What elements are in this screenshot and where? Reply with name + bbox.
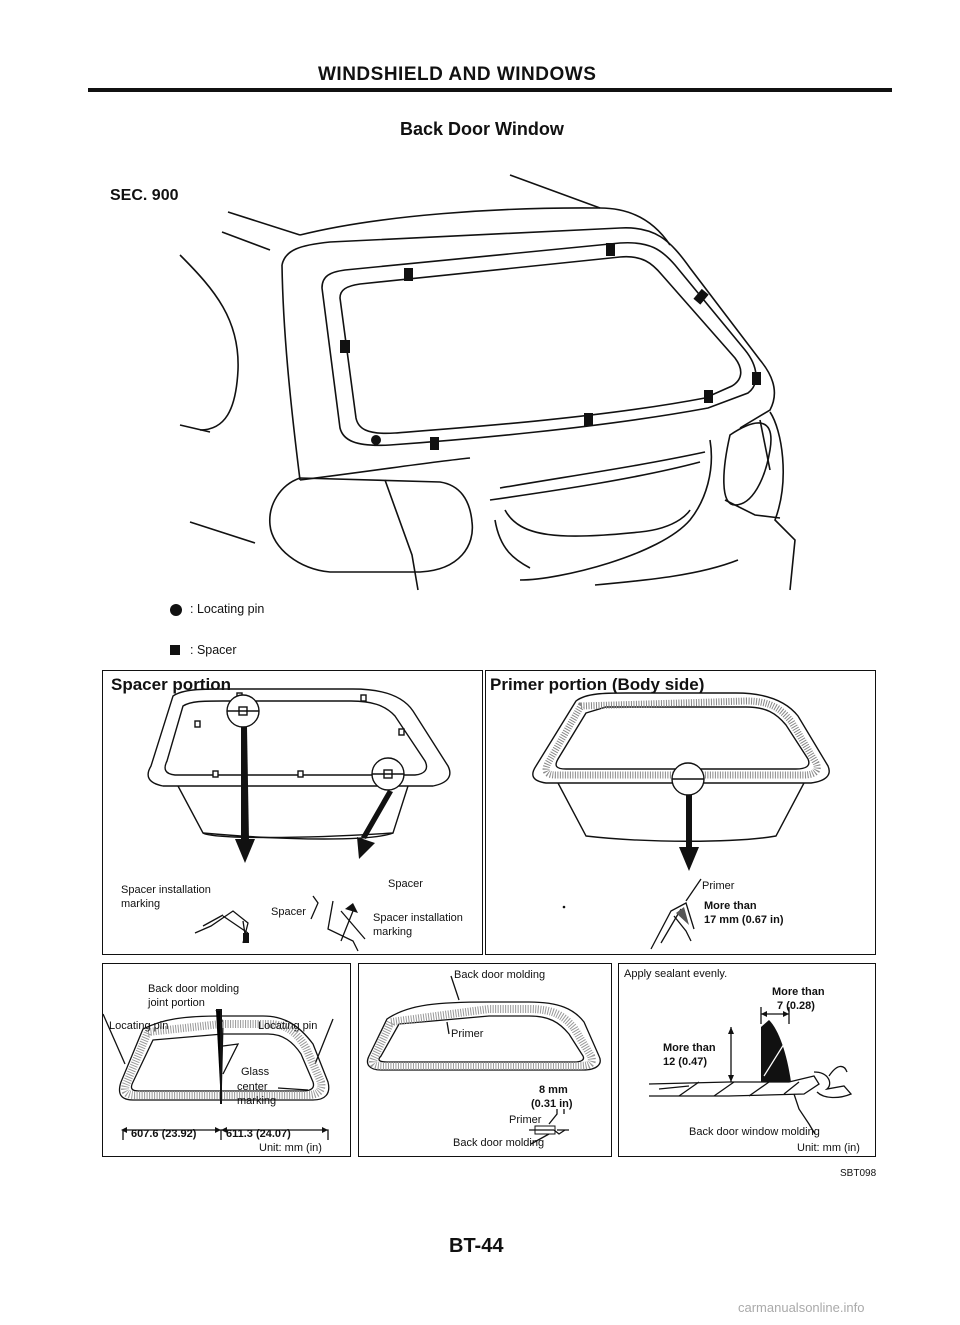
label-more-than-left: More than (663, 1042, 716, 1054)
page-subtitle: Back Door Window (400, 119, 564, 139)
header-rule (88, 88, 892, 92)
locating-pin-icon (170, 604, 182, 616)
locating-pin-dot (371, 435, 381, 445)
unit-label-joint: Unit: mm (in) (259, 1142, 322, 1154)
label-more-than-top: More than (772, 986, 825, 998)
section-number: SEC. 900 (110, 187, 179, 204)
label-17mm: 17 mm (0.67 in) (704, 914, 784, 926)
label-spacer-installation-left: Spacer installation (121, 884, 211, 896)
dim-607: 607.6 (23.92) (131, 1128, 197, 1140)
legend-spacer: : Spacer (190, 643, 237, 657)
spacer-icon (170, 645, 180, 655)
label-back-door-molding-top: Back door molding (454, 969, 546, 981)
primer-portion-panel: Primer portion (Body side) Primer More t… (485, 670, 876, 955)
label-marking: marking (237, 1095, 277, 1107)
sealant-illustration (648, 1007, 853, 1135)
label-spacer-installation-right: Spacer installation (373, 912, 463, 924)
dim-12: 12 (0.47) (663, 1056, 708, 1068)
primer-portion-title: Primer portion (Body side) (490, 675, 705, 694)
label-primer-top: Primer (451, 1028, 484, 1040)
label-locating-pin-right: Locating pin (258, 1020, 318, 1032)
label-marking-left: marking (121, 898, 161, 910)
legend-locating-pin: : Locating pin (190, 602, 265, 616)
spacer-portion-panel: Spacer portion (102, 670, 483, 955)
dim-7: 7 (0.28) (777, 1000, 815, 1012)
label-primer: Primer (702, 880, 735, 892)
label-spacer-left: Spacer (271, 906, 306, 918)
label-apply-sealant: Apply sealant evenly. (624, 968, 728, 980)
sealant-panel: Apply sealant evenly. More than 7 (0.28)… (618, 963, 876, 1157)
label-glass: Glass (241, 1066, 270, 1078)
label-locating-pin-left: Locating pin (109, 1020, 169, 1032)
molding-joint-illustration (102, 1009, 334, 1140)
primer-portion-illustration (532, 692, 830, 950)
label-primer-bottom: Primer (509, 1114, 542, 1126)
label-spacer-right: Spacer (388, 878, 423, 890)
molding-primer-illustration (366, 975, 601, 1145)
molding-joint-panel: Back door molding joint portion Locating… (102, 963, 351, 1157)
label-more-than: More than (704, 900, 757, 912)
back-door-illustration (179, 174, 796, 591)
dim-611: 611.3 (24.07) (226, 1128, 291, 1140)
label-back-door-molding-bottom: Back door molding (453, 1137, 545, 1149)
watermark: carmanualsonline.info (738, 1300, 865, 1315)
label-center: center (237, 1081, 268, 1093)
unit-label-sealant: Unit: mm (in) (797, 1142, 860, 1154)
label-back-door-molding: Back door molding (148, 983, 240, 995)
label-back-door-window-molding: Back door window molding (689, 1126, 820, 1138)
dim-8mm: 8 mm (539, 1084, 568, 1096)
section-title: WINDSHIELD AND WINDOWS (318, 64, 597, 85)
page-number: BT-44 (449, 1235, 504, 1257)
spacer-portion-illustration (147, 688, 451, 952)
dim-0-31in: (0.31 in) (531, 1098, 573, 1110)
figure-code: SBT098 (840, 1168, 877, 1179)
label-joint-portion: joint portion (148, 997, 205, 1009)
molding-primer-panel: Back door molding Primer 8 mm (0.31 in) … (358, 963, 612, 1157)
label-marking-right: marking (373, 926, 413, 938)
